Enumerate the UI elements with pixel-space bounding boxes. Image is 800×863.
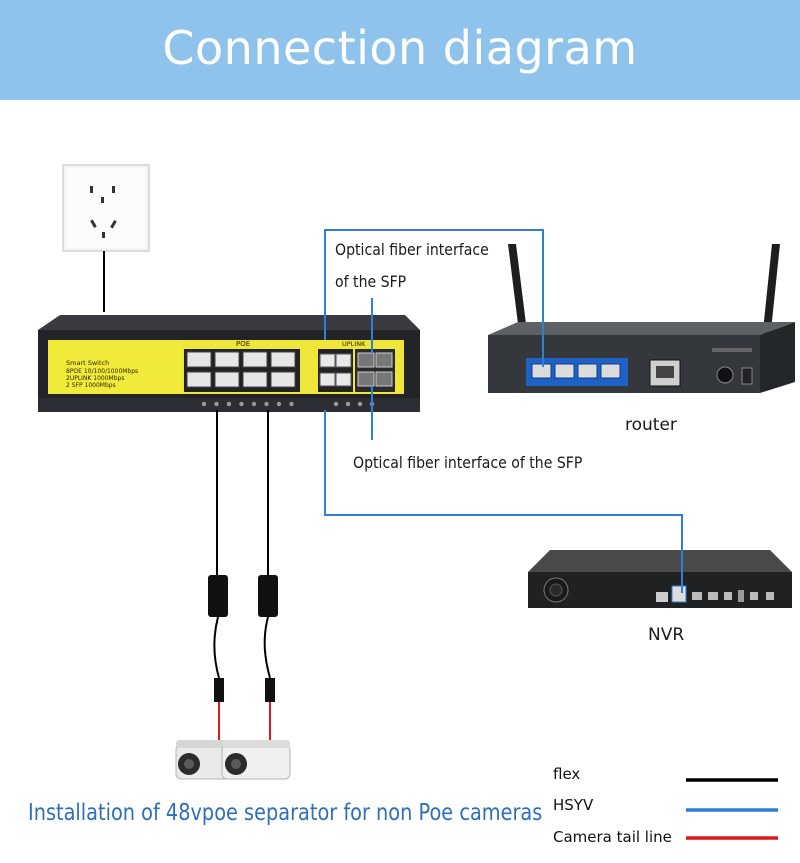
- camera-cable-right: [258, 410, 278, 740]
- status-led: [276, 401, 282, 407]
- switch-spec-poe: 8POE 10/100/1000Mbps: [66, 368, 139, 375]
- legend-swatches: [686, 778, 778, 840]
- status-led: [264, 401, 269, 407]
- status-led: [226, 401, 232, 407]
- switch-model-label: Smart Switch: [66, 359, 110, 367]
- hsyv-cables: [324, 229, 683, 593]
- poe-port: [270, 351, 296, 368]
- status-led: [357, 401, 363, 407]
- router-lan-port: [577, 363, 598, 379]
- legend-label-hsyv: HSYV: [553, 796, 594, 814]
- status-leds: [201, 401, 375, 407]
- poe-port: [214, 351, 240, 368]
- nvr-label: NVR: [648, 625, 685, 645]
- uplink-port-label: UPLINK: [342, 340, 366, 348]
- poe-port: [242, 371, 268, 388]
- camera-icon: [175, 740, 229, 780]
- camera-cable-left: [208, 410, 228, 740]
- poe-port-label: POE: [236, 340, 251, 348]
- installation-caption: Installation of 48vpoe separator for non…: [28, 800, 543, 826]
- poe-port: [242, 351, 268, 368]
- router-label: router: [625, 415, 677, 435]
- poe-port: [270, 371, 296, 388]
- sfp-label-bottom: Optical fiber interface of the SFP: [353, 453, 583, 472]
- router-lan-port: [600, 363, 621, 379]
- sfp-ports: [357, 352, 393, 387]
- status-led: [201, 401, 207, 407]
- router: [488, 244, 795, 393]
- sfp-label-top-line1: Optical fiber interface: [335, 240, 489, 259]
- page-title: Connection diagram: [162, 21, 638, 75]
- poe-port: [186, 371, 212, 388]
- switch-spec-uplink: 2UPLINK 1000Mbps: [66, 375, 125, 382]
- poe-port-group: [186, 351, 296, 388]
- switch-spec-sfp: 2 SFP 1000Mbps: [66, 382, 116, 389]
- poe-port: [214, 371, 240, 388]
- status-led: [239, 401, 244, 407]
- router-lan-ports: [531, 363, 621, 379]
- uplink-port-group: [319, 353, 352, 387]
- header-banner: [0, 0, 800, 100]
- status-led: [345, 401, 351, 407]
- camera-icon: [221, 740, 291, 780]
- status-led: [251, 401, 257, 407]
- router-lan-port: [554, 363, 575, 379]
- status-led: [214, 401, 219, 407]
- status-led: [289, 401, 294, 407]
- status-led: [333, 401, 339, 407]
- nvr: [528, 550, 792, 608]
- router-lan-port: [531, 363, 552, 379]
- legend-label-camera-tail: Camera tail line: [553, 828, 672, 846]
- sfp-label-top-line2: of the SFP: [335, 272, 407, 291]
- legend-label-flex: flex: [553, 765, 581, 783]
- wall-socket-icon: [62, 164, 150, 252]
- poe-port: [186, 351, 212, 368]
